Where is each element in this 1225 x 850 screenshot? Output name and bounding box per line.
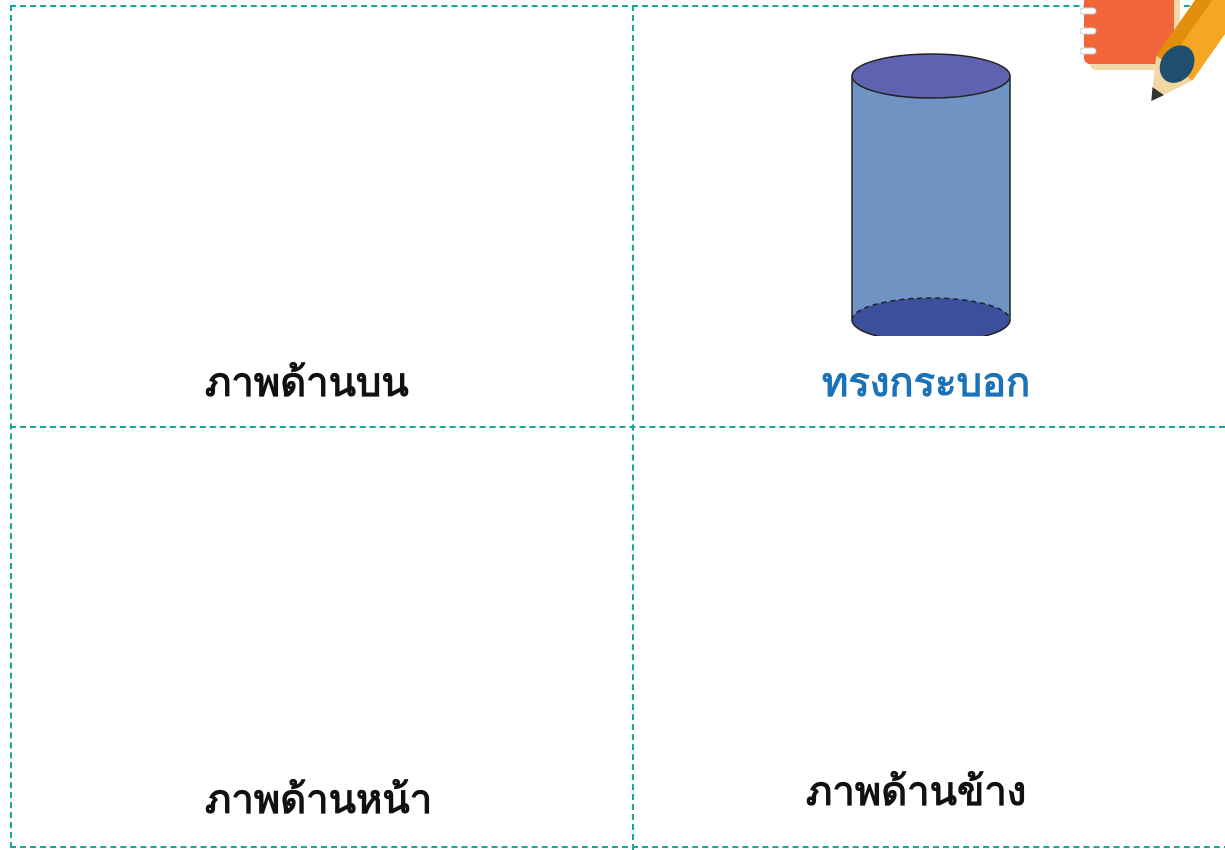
side-view-label: ภาพด้านข้าง <box>806 769 1027 815</box>
notebook-pencil-icon <box>1080 0 1225 101</box>
front-view-label: ภาพด้านหน้า <box>205 777 433 823</box>
shape-name-label: ทรงกระบอก <box>822 360 1031 406</box>
top-view-label: ภาพด้านบน <box>205 360 409 406</box>
cylinder-icon <box>846 53 1018 342</box>
horizontal-divider <box>10 426 1225 428</box>
